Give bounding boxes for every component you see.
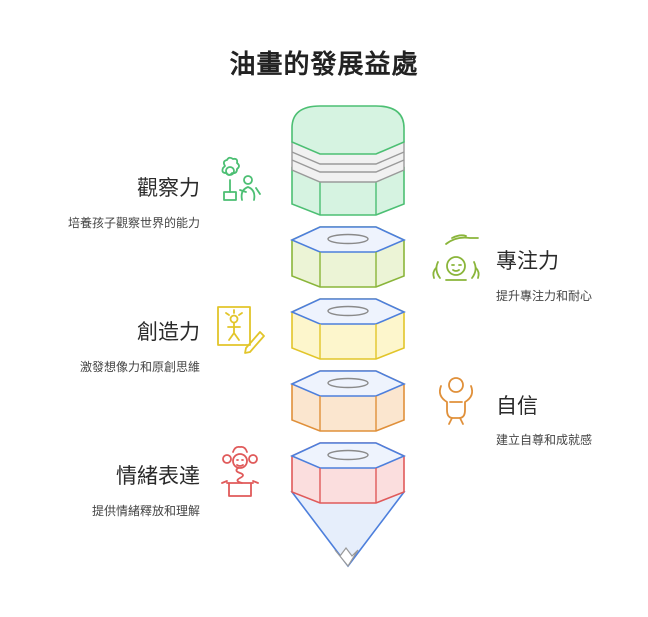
confident-child-icon xyxy=(438,377,474,425)
benefit-label-creativity: 創造力 xyxy=(137,320,200,344)
benefit-label-focus: 專注力 xyxy=(496,249,559,273)
flower-child-icon xyxy=(221,156,261,201)
benefit-desc-confidence: 建立自尊和成就感 xyxy=(496,433,593,447)
benefit-desc-focus: 提升專注力和耐心 xyxy=(496,289,593,303)
drawing-icon xyxy=(217,306,265,354)
benefit-label-confidence: 自信 xyxy=(496,394,538,418)
layer-observation xyxy=(291,105,405,216)
layer-creativity xyxy=(290,298,406,360)
layer-emotion xyxy=(290,442,406,504)
benefit-desc-emotion: 提供情緒釋放和理解 xyxy=(91,504,200,518)
focused-child-icon xyxy=(432,234,480,281)
benefit-label-observation: 觀察力 xyxy=(137,176,200,200)
benefit-desc-observation: 培養孩子觀察世界的能力 xyxy=(67,216,200,230)
layer-focus xyxy=(290,226,406,288)
layer-confidence xyxy=(290,370,406,432)
benefit-desc-creativity: 激發想像力和原創思維 xyxy=(79,360,200,374)
clown-box-icon xyxy=(221,445,259,497)
benefit-label-emotion: 情緒表達 xyxy=(116,464,200,488)
diagram-title: 油畫的發展益處 xyxy=(229,50,419,80)
